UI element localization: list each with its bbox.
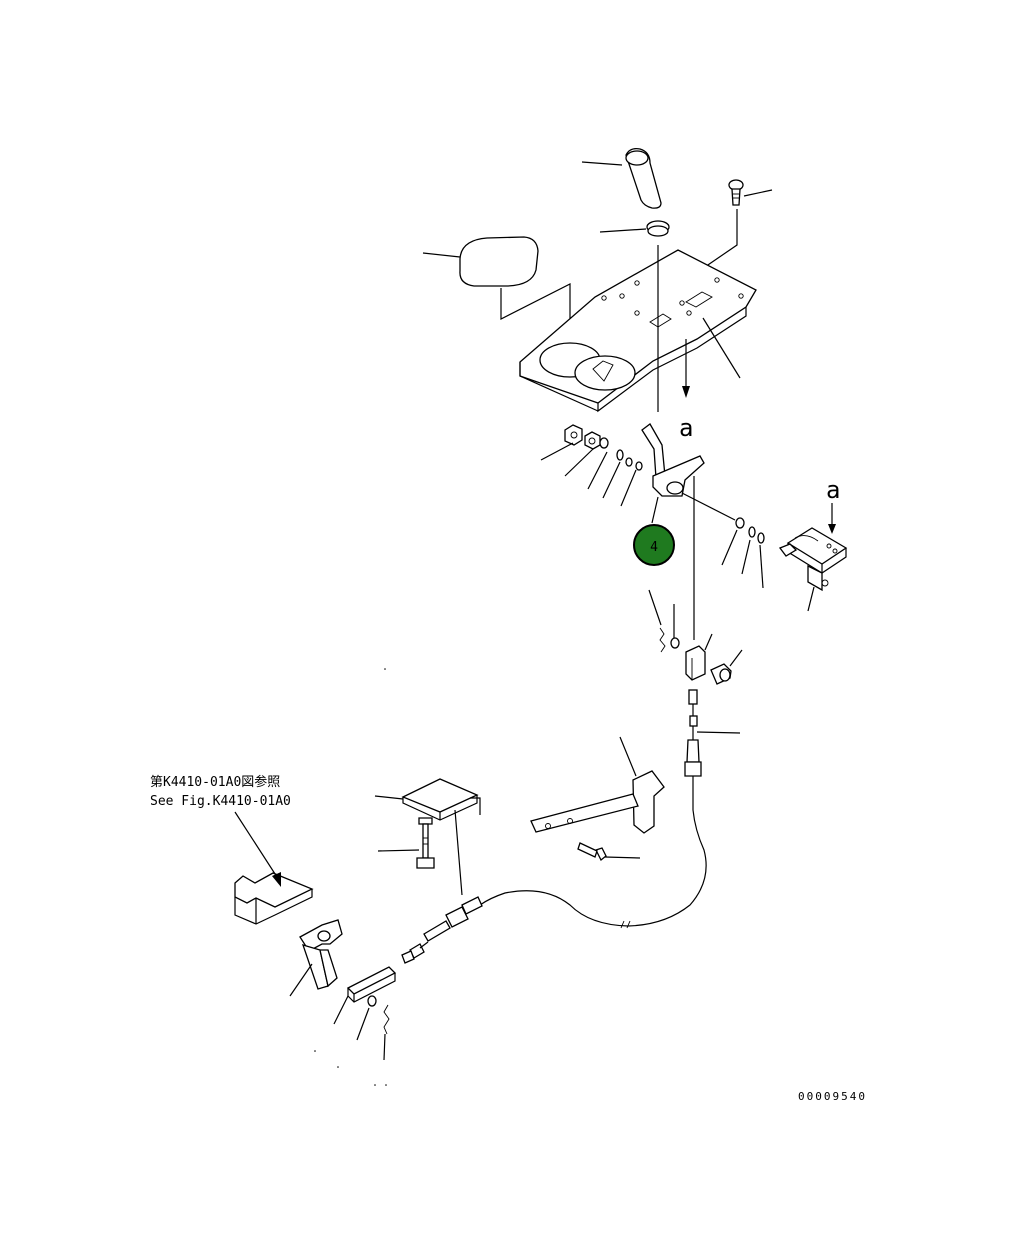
shift-knob: [581, 147, 662, 209]
right-bracket: a: [778, 476, 848, 612]
boot-grommet: [599, 220, 670, 237]
reference-letter-a-right: a: [826, 476, 840, 504]
drawing-number: 00009540: [798, 1090, 867, 1103]
left-assembly: [234, 811, 397, 1061]
shift-lever: [641, 245, 705, 524]
right-washers: [721, 517, 765, 589]
reference-letter-a: a: [679, 414, 693, 442]
lower-right-bracket: [530, 736, 665, 862]
reference-note-jp: 第K4410-01A0図参照: [150, 774, 280, 790]
cover-plate: [422, 236, 571, 350]
clevis-group: [648, 589, 743, 685]
callout-number: 4: [650, 540, 658, 555]
callout-4: 4: [633, 524, 675, 566]
middle-bracket: [374, 778, 481, 896]
reference-note-en: See Fig.K4410-01A0: [150, 794, 291, 809]
cable-end-upper: [684, 689, 741, 810]
arrow-a-upper: a: [679, 339, 693, 442]
cable-end-lower: [401, 896, 483, 964]
control-cable: [479, 809, 707, 927]
console-panel: [519, 249, 757, 413]
callout-circle: [633, 524, 675, 566]
left-hardware: [540, 424, 643, 507]
